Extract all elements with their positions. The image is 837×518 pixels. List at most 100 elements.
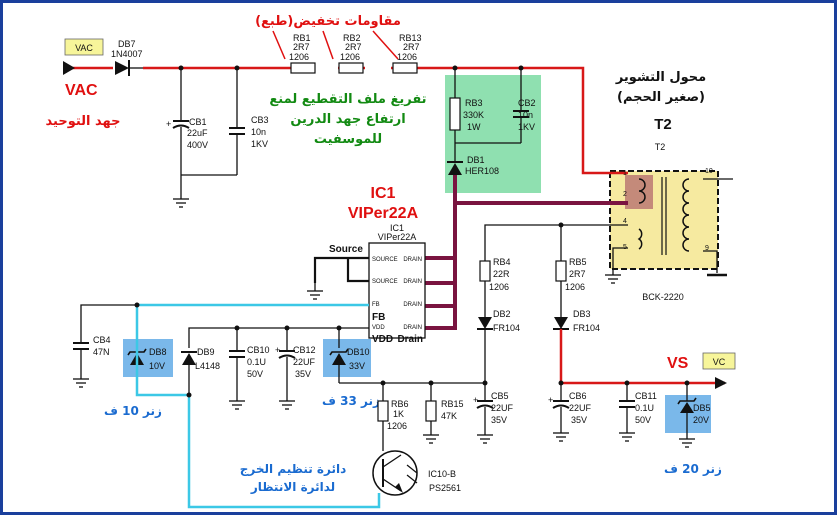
cb10-name: CB10 bbox=[247, 345, 270, 355]
source-label: Source bbox=[329, 244, 363, 255]
rb6-name: RB6 bbox=[391, 399, 409, 409]
ic1-pin-drain-3: DRAIN bbox=[403, 302, 422, 308]
rb2-resistor-icon bbox=[338, 62, 364, 74]
rb2-value: 2R7 bbox=[345, 42, 362, 52]
snubber-label-1: تفريغ ملف التقطيع لمنع bbox=[269, 92, 426, 107]
db2-name: DB2 bbox=[493, 309, 511, 319]
aux-wire bbox=[484, 224, 628, 261]
cb5-value: 22UF bbox=[491, 403, 514, 413]
db3-value: FR104 bbox=[573, 323, 600, 333]
rb3-value: 330K bbox=[463, 110, 484, 120]
db9-diode-icon bbox=[182, 353, 196, 365]
ground-icon bbox=[552, 432, 570, 442]
cb10-value: 0.1U bbox=[247, 357, 266, 367]
db1-value: HER108 bbox=[465, 166, 499, 176]
source-wire bbox=[313, 256, 369, 283]
cb4-name: CB4 bbox=[93, 335, 111, 345]
ground-icon bbox=[678, 438, 696, 448]
rb5-resistor-icon bbox=[555, 260, 567, 282]
cb5-plus-icon: + bbox=[473, 395, 478, 405]
cb2-value: 10n bbox=[518, 110, 533, 120]
rb13-pkg: 1206 bbox=[397, 52, 417, 62]
ic1-pin-source-1: SOURCE bbox=[372, 257, 398, 263]
cb1-value: 22uF bbox=[187, 128, 208, 138]
cb12-rating: 35V bbox=[295, 369, 311, 379]
ic1-fb-big: FB bbox=[372, 312, 385, 323]
db7-name: DB7 bbox=[118, 39, 136, 49]
t2-aux-winding bbox=[637, 228, 643, 250]
rb15-value: 47K bbox=[441, 411, 457, 421]
ic1-model-big-label: VIPer22A bbox=[348, 205, 419, 222]
t2-pin-1: 1 bbox=[623, 170, 627, 177]
vac-arrow-icon bbox=[63, 61, 75, 75]
transformer-label-2: (صغير الحجم) bbox=[617, 90, 705, 105]
db5-zener-icon bbox=[680, 402, 694, 413]
rb6-pkg: 1206 bbox=[387, 421, 407, 431]
rb5-name: RB5 bbox=[569, 257, 587, 267]
cb1-name: CB1 bbox=[189, 117, 207, 127]
snubber-label-3: للموسفيت bbox=[314, 132, 382, 147]
cb12-value: 22UF bbox=[293, 357, 316, 367]
cb4-value: 47N bbox=[93, 347, 110, 357]
cb1-rating: 400V bbox=[187, 140, 208, 150]
ic1-drain-big: Drain bbox=[397, 334, 423, 345]
vac-big-label: VAC bbox=[65, 82, 98, 99]
vc-tag-box bbox=[702, 352, 736, 370]
rb4-resistor-icon bbox=[479, 260, 491, 282]
db3-diode-icon bbox=[554, 317, 568, 329]
t2-big-label: T2 bbox=[654, 116, 672, 133]
db8-name: DB8 bbox=[149, 347, 167, 357]
db10-zener-icon bbox=[332, 353, 346, 365]
rb6-resistor-icon bbox=[377, 400, 389, 422]
ic1-small-model: VIPer22A bbox=[378, 232, 417, 242]
t2-primary-winding bbox=[638, 178, 646, 204]
ic1-pin-drain-2: DRAIN bbox=[403, 279, 422, 285]
t2-pin-2: 2 bbox=[623, 191, 627, 198]
ic1-pin-fb: FB bbox=[372, 302, 380, 308]
ic1-pin-source-2: SOURCE bbox=[372, 279, 398, 285]
rb2-pkg: 1206 bbox=[340, 52, 360, 62]
rb2-name: RB2 bbox=[343, 33, 361, 43]
ic1-big-label: IC1 bbox=[371, 185, 396, 202]
vac-tag: VAC bbox=[75, 43, 93, 53]
cb6-name: CB6 bbox=[569, 391, 587, 401]
cb12-name: CB12 bbox=[293, 345, 316, 355]
transformer-primary-highlight bbox=[625, 175, 653, 209]
cb11-rating: 50V bbox=[635, 415, 651, 425]
ground-icon bbox=[422, 434, 440, 444]
cb6-rating: 35V bbox=[571, 415, 587, 425]
snubber-label-2: ارتفاع جهد الدرين bbox=[290, 112, 405, 127]
opto-name: IC10-B bbox=[428, 469, 456, 479]
db5-name: DB5 bbox=[693, 403, 711, 413]
cb3-rating: 1KV bbox=[251, 139, 268, 149]
rb1-name: RB1 bbox=[293, 33, 311, 43]
opto-model: PS2561 bbox=[429, 483, 461, 493]
db9-value: L4148 bbox=[195, 361, 220, 371]
cb2-name: CB2 bbox=[518, 98, 536, 108]
ground-icon bbox=[278, 400, 296, 410]
t2-pin-9: 9 bbox=[705, 245, 709, 252]
cb10-rating: 50V bbox=[247, 369, 263, 379]
rb4-name: RB4 bbox=[493, 257, 511, 267]
regulator-label-1: دائرة تنظيم الخرج bbox=[240, 462, 346, 476]
cb6-value: 22UF bbox=[569, 403, 592, 413]
rb6-value: 1K bbox=[393, 409, 404, 419]
vc-tag: VC bbox=[713, 357, 726, 367]
regulator-label-2: لدائرة الانتظار bbox=[250, 480, 335, 494]
db10-value: 33V bbox=[349, 361, 365, 371]
t2-pin-4: 4 bbox=[623, 218, 627, 225]
rb13-name: RB13 bbox=[399, 33, 422, 43]
cb12-plus-icon: + bbox=[275, 345, 280, 355]
ground-icon bbox=[172, 198, 190, 208]
cb1-plus-icon: + bbox=[166, 119, 171, 129]
rectifier-voltage-label: جهد التوحيد bbox=[46, 114, 121, 129]
schematic-diagram: VAC DB7 1N4007 RB1 2R7 1206 RB2 2R7 1206… bbox=[46, 14, 736, 509]
rb3-resistor-icon bbox=[449, 97, 461, 131]
db2-diode-icon bbox=[478, 317, 492, 329]
ground-icon bbox=[476, 434, 494, 444]
zener-10-label: زنر 10 ف bbox=[104, 404, 162, 418]
ic1-pin-drain-4: DRAIN bbox=[403, 325, 422, 331]
zener-20-label: زنر 20 ف bbox=[664, 462, 722, 476]
rb13-value: 2R7 bbox=[403, 42, 420, 52]
vs-big-label: VS bbox=[667, 355, 689, 372]
